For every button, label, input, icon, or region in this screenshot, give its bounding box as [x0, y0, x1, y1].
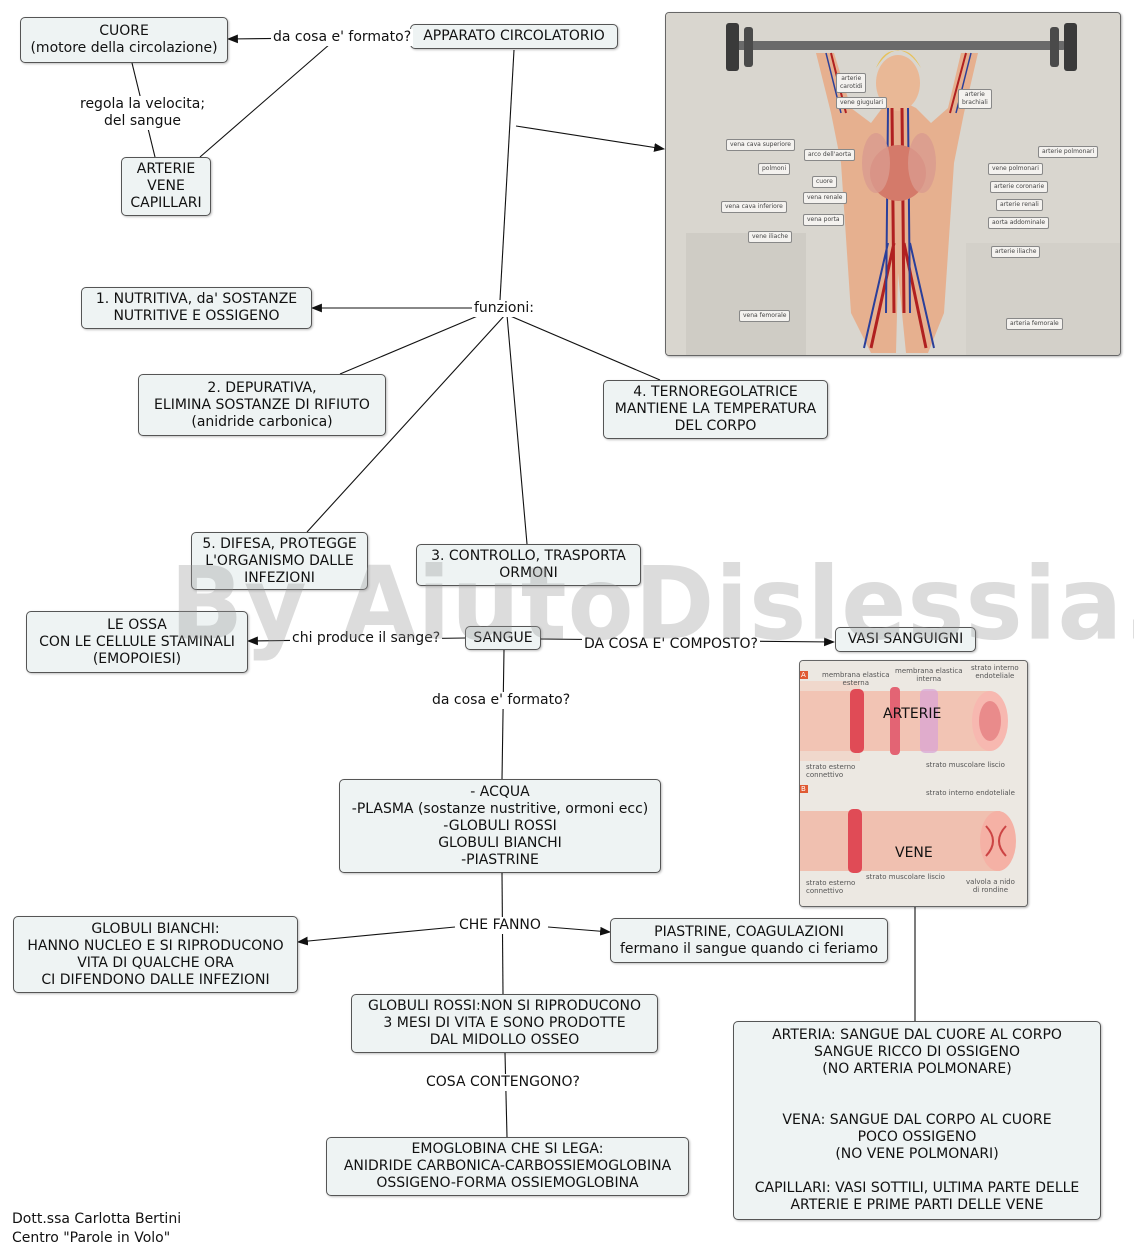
label-funzioni: funzioni: — [472, 300, 536, 317]
label-cosa-contengono: COSA CONTENGONO? — [424, 1074, 582, 1091]
label-formato-sangue: da cosa e' formato? — [430, 692, 573, 709]
difesa-node[interactable]: 5. DIFESA, PROTEGGE L'ORGANISMO DALLE IN… — [191, 532, 368, 590]
cuore-node[interactable]: CUORE (motore della circolazione) — [20, 17, 228, 63]
label-da-cosa-formato: da cosa e' formato? — [271, 29, 414, 46]
composizione-node[interactable]: - ACQUA -PLASMA (sostanze nustritive, or… — [339, 779, 661, 873]
vessel-illustration — [800, 661, 1027, 906]
vessel-marker-b: B — [801, 785, 806, 793]
tag-vene-iliache: vene iliache — [748, 231, 793, 243]
tag-vene-giugulari: vene giugulari — [836, 97, 888, 109]
vasi-node[interactable]: VASI SANGUIGNI — [835, 627, 976, 652]
tag-vena-cava-superiore: vena cava superiore — [726, 139, 795, 151]
label-composto: DA COSA E' COMPOSTO? — [582, 636, 760, 653]
globuli-rossi-node[interactable]: GLOBULI ROSSI:NON SI RIPRODUCONO 3 MESI … — [351, 994, 658, 1053]
sangue-node[interactable]: SANGUE — [465, 626, 541, 650]
termo-node[interactable]: 4. TERNOREGOLATRICE MANTIENE LA TEMPERAT… — [603, 380, 828, 439]
tag-vena-renale: vena renale — [803, 192, 847, 204]
vessel-label-membrana-interna: membrana elastica interna — [895, 667, 963, 683]
vessel-label-valvola: valvola a nido di rondine — [966, 878, 1015, 894]
tag-vene-polmonari: vene polmonari — [988, 163, 1043, 175]
tag-arterie-polmonari: arterie polmonari — [1038, 146, 1099, 158]
tag-arterie-coronarie: arterie coronarie — [990, 181, 1049, 193]
label-regola-velocita: regola la velocita; del sangue — [78, 96, 208, 130]
emoglobina-node[interactable]: EMOGLOBINA CHE SI LEGA: ANIDRIDE CARBONI… — [326, 1137, 689, 1196]
tag-vena-porta: vena porta — [803, 214, 844, 226]
label-chi-produce: chi produce il sange? — [290, 630, 443, 647]
tag-aorta-addominale: aorta addominale — [988, 217, 1050, 229]
title-node[interactable]: APPARATO CIRCOLATORIO — [410, 24, 618, 49]
tag-arteria-femorale: arteria femorale — [1006, 318, 1063, 330]
tag-vena-cava-inferiore: vena cava inferiore — [721, 201, 787, 213]
tag-arterie-brachiali: arterie brachiali — [958, 89, 992, 109]
blood-vessels-photo: A B membrana elastica esterna membrana e… — [799, 660, 1028, 907]
vessel-label-vene: VENE — [895, 845, 933, 861]
vessel-label-muscolare-a: strato muscolare liscio — [926, 761, 1005, 769]
human-figure-illustration — [666, 13, 1120, 355]
vessel-label-strato-interno: strato interno endoteliale — [971, 664, 1019, 680]
vessel-marker-a: A — [801, 671, 806, 679]
ossa-node[interactable]: LE OSSA CON LE CELLULE STAMINALI (EMOPOI… — [26, 611, 248, 673]
vessel-label-membrana-esterna: membrana elastica esterna — [822, 671, 890, 687]
tag-arterie-renali: arterie renali — [996, 199, 1043, 211]
depurativa-node[interactable]: 2. DEPURATIVA, ELIMINA SOSTANZE DI RIFIU… — [138, 374, 386, 436]
vessel-label-strato-interno-b: strato interno endoteliale — [926, 789, 1015, 797]
arteria-vena-info-node[interactable]: ARTERIA: SANGUE DAL CUORE AL CORPO SANGU… — [733, 1021, 1101, 1220]
circulatory-system-photo: arterie carotidi vene giugulari arterie … — [665, 12, 1121, 356]
footer-credit: Dott.ssa Carlotta Bertini Centro "Parole… — [12, 1211, 182, 1246]
tag-arterie-iliache: arterie iliache — [991, 246, 1041, 258]
tag-polmoni: polmoni — [758, 163, 791, 175]
vessel-label-arterie: ARTERIE — [883, 706, 942, 722]
globuli-bianchi-node[interactable]: GLOBULI BIANCHI: HANNO NUCLEO E SI RIPRO… — [13, 916, 298, 993]
watermark: By AiutoDislessia.net — [170, 545, 1134, 663]
vessel-label-strato-esterno-b: strato esterno connettivo — [806, 879, 856, 895]
vessel-label-strato-esterno-a: strato esterno connettivo — [806, 763, 856, 779]
piastrine-node[interactable]: PIASTRINE, COAGULAZIONI fermano il sangu… — [610, 918, 888, 963]
tag-arco-aorta: arco dell'aorta — [804, 149, 856, 161]
vessel-label-muscolare-b: strato muscolare liscio — [866, 873, 945, 881]
label-che-fanno: CHE FANNO — [457, 917, 543, 934]
controllo-node[interactable]: 3. CONTROLLO, TRASPORTA ORMONI — [416, 544, 641, 586]
tag-vena-femorale: vena femorale — [739, 310, 791, 322]
tag-arterie-carotidi: arterie carotidi — [836, 73, 867, 93]
arterie-node[interactable]: ARTERIE VENE CAPILLARI — [121, 157, 211, 216]
nutritiva-node[interactable]: 1. NUTRITIVA, da' SOSTANZE NUTRITIVE E O… — [81, 287, 312, 329]
tag-cuore: cuore — [812, 176, 837, 188]
